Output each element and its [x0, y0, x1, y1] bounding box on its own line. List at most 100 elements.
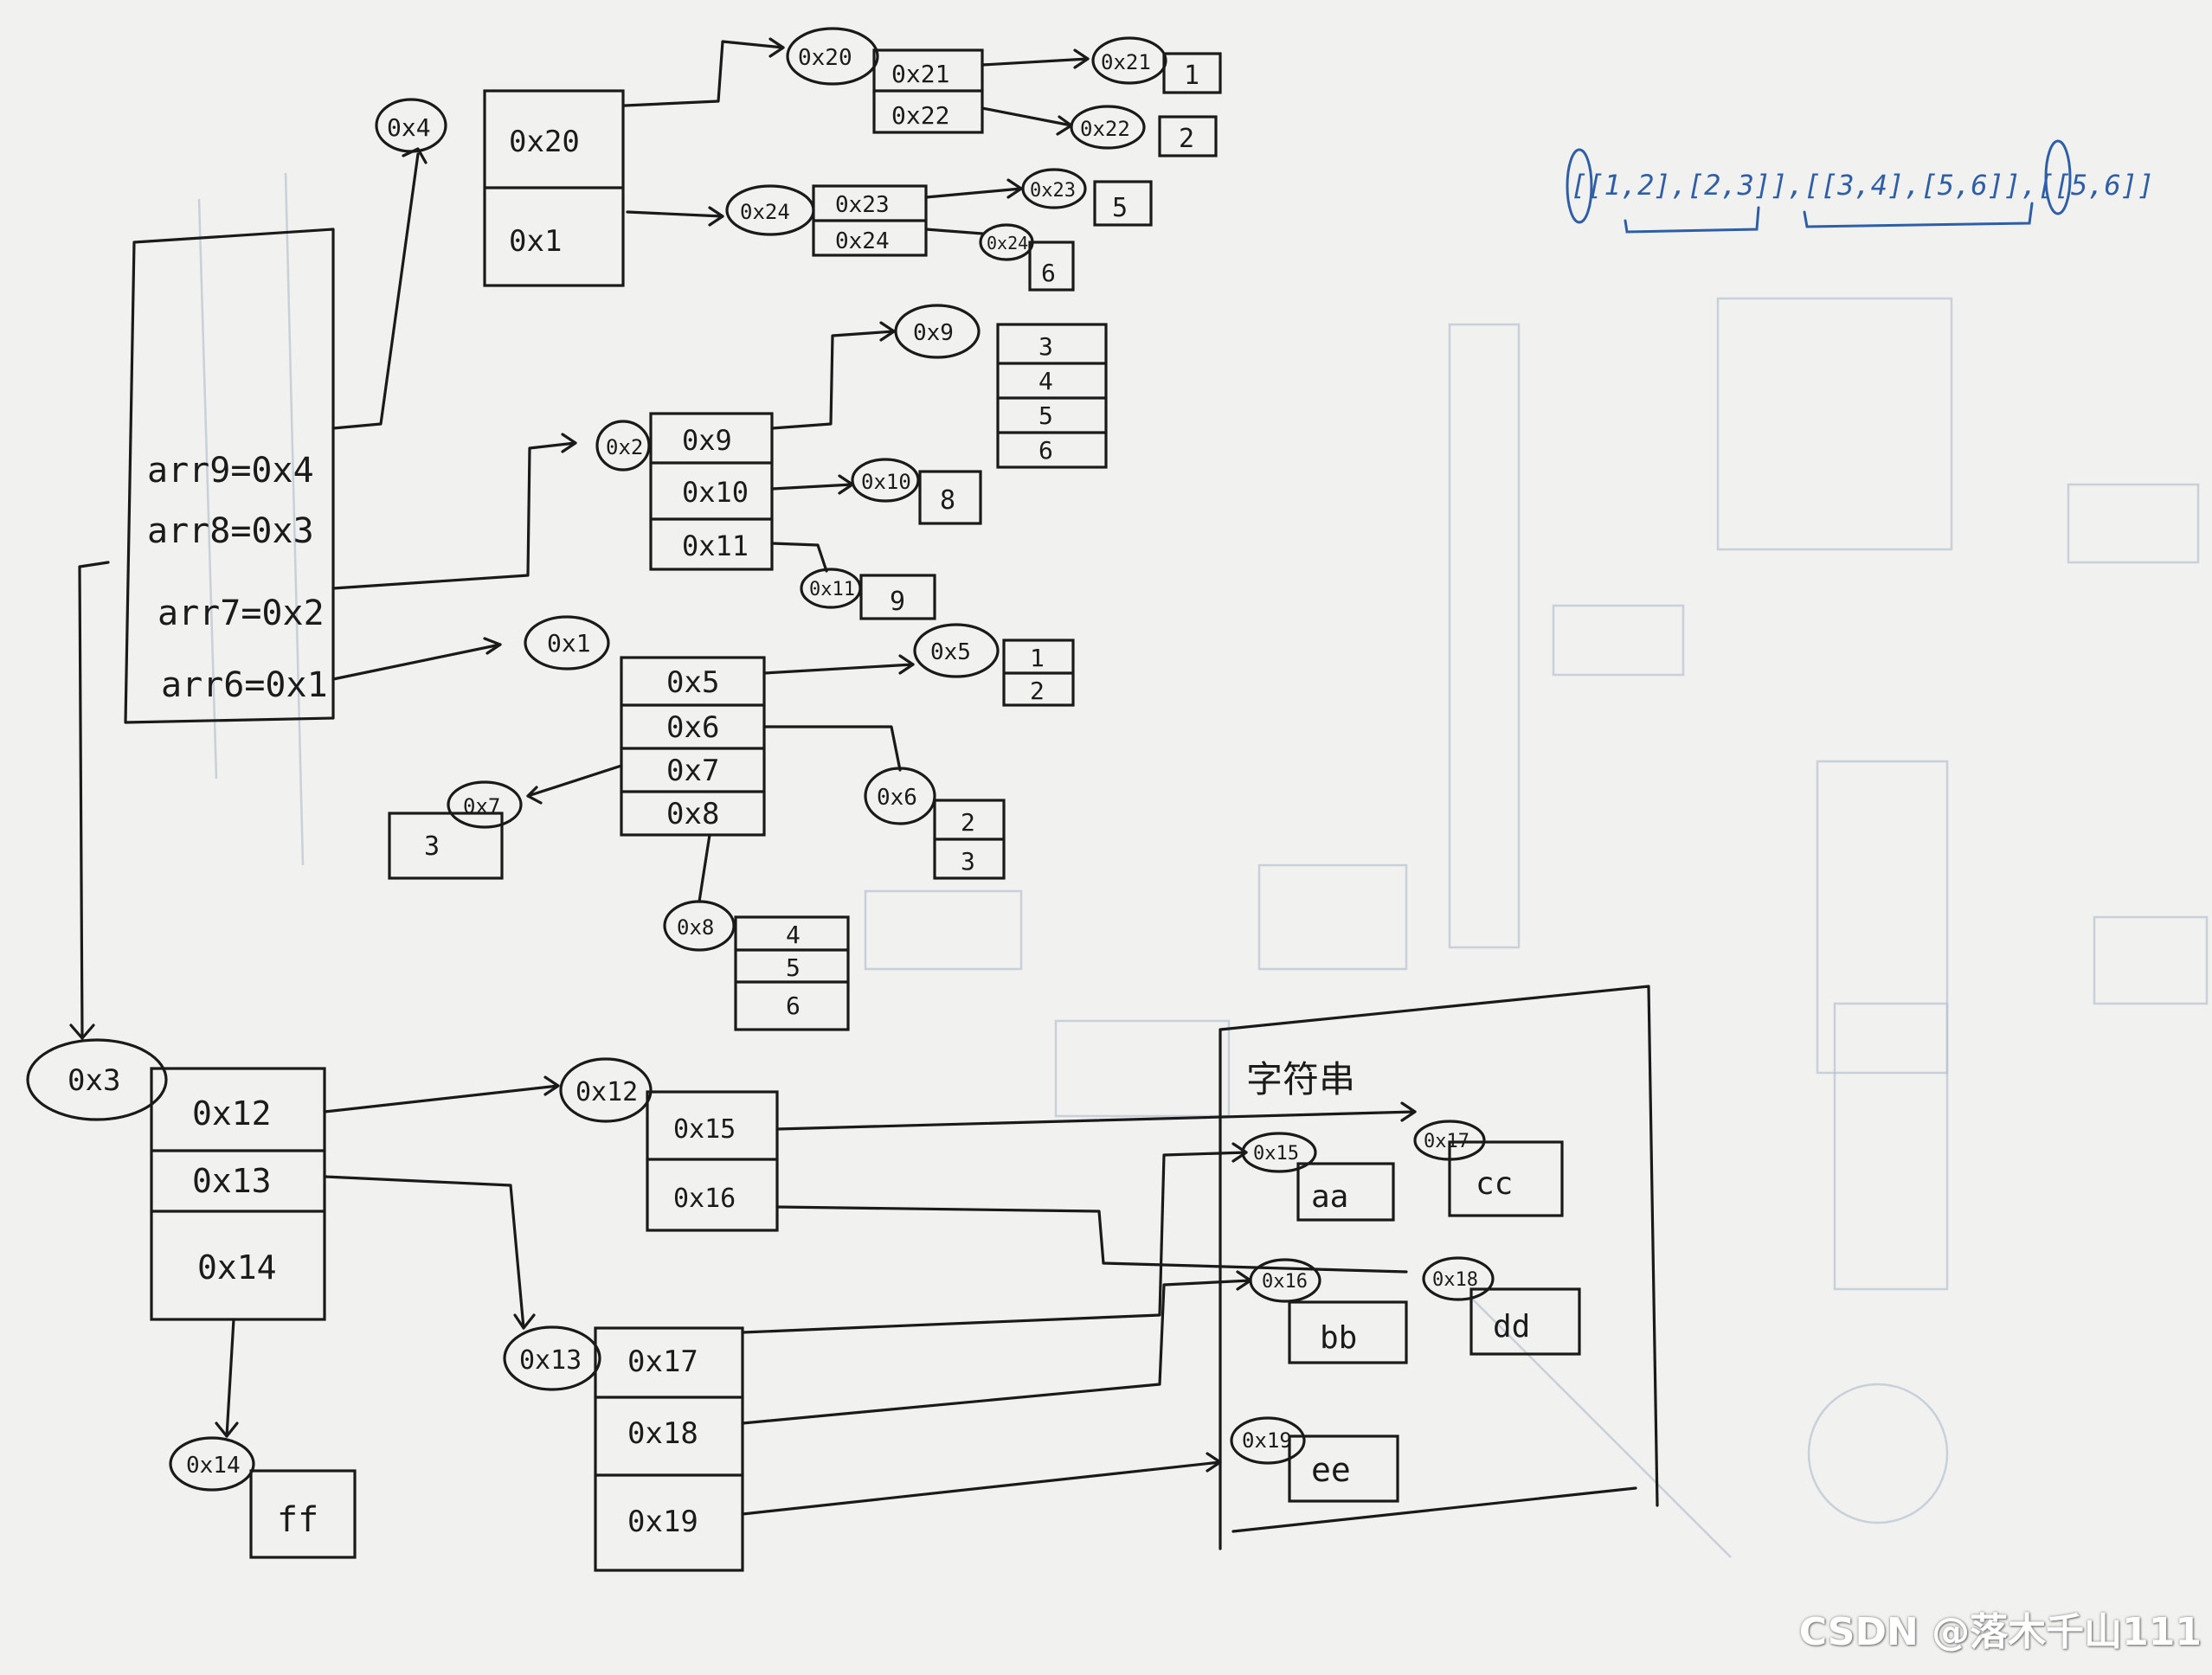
node-0x9-value-3: 6 — [1038, 436, 1053, 465]
node-0x1-item-2: 0x7 — [666, 754, 719, 788]
node-0x7 — [388, 780, 523, 880]
node-0x22-value: 2 — [1179, 124, 1194, 154]
node-0x7-label: 0x7 — [463, 794, 500, 818]
node-0x23 — [1021, 168, 1153, 227]
node-0x24-inner-label: 0x24 — [987, 233, 1028, 253]
node-0x4-label: 0x4 — [387, 113, 431, 142]
node-0x12-item-0: 0x15 — [673, 1114, 736, 1145]
node-0x2 — [595, 412, 774, 571]
node-0x12-label: 0x12 — [576, 1077, 638, 1107]
node-0x13-item-2: 0x19 — [627, 1505, 698, 1539]
node-0x10 — [851, 458, 982, 525]
result-note-text: [[1,2],[2,3]],[[3,4],[5,6]],[[5,6]] — [1571, 169, 2154, 202]
node-0x11-value: 9 — [890, 587, 905, 617]
string-cell-0x17-value: cc — [1476, 1166, 1513, 1202]
node-0x7-value: 3 — [424, 831, 440, 862]
node-0x3-item-0: 0x12 — [192, 1094, 272, 1133]
node-0x20 — [786, 27, 984, 134]
node-0x3-item-2: 0x14 — [197, 1248, 277, 1287]
node-0x2-item-1: 0x10 — [682, 476, 749, 509]
string-cell-0x16-addr: 0x16 — [1262, 1271, 1308, 1293]
result-note — [1566, 139, 2072, 234]
node-0x8-value-2: 6 — [786, 992, 801, 1020]
node-0x12-item-1: 0x16 — [673, 1184, 736, 1214]
node-0x13-label: 0x13 — [519, 1345, 582, 1376]
node-0x5-value-0: 1 — [1030, 644, 1045, 672]
string-cell-0x19 — [1230, 1416, 1399, 1503]
node-0x21-label: 0x21 — [1101, 50, 1151, 74]
node-0x6-value-1: 3 — [961, 847, 975, 876]
node-0x2-label: 0x2 — [606, 435, 643, 459]
node-0x21-value: 1 — [1184, 61, 1199, 91]
node-0x2-item-0: 0x9 — [682, 424, 732, 457]
arrow-heads — [69, 37, 1417, 1473]
stack-var-arr7: arr7=0x2 — [158, 594, 325, 633]
node-0x3 — [26, 1038, 326, 1321]
node-0x8-value-0: 4 — [786, 921, 801, 949]
stack-frame — [124, 228, 335, 724]
string-cell-0x15-addr: 0x15 — [1253, 1143, 1299, 1165]
node-0x13-item-1: 0x18 — [627, 1416, 698, 1451]
node-0x14-value: ff — [277, 1500, 318, 1540]
string-cell-0x19-value: ee — [1311, 1451, 1351, 1489]
csdn-watermark: CSDN @落木千山111 — [1798, 1610, 2202, 1654]
node-0x3-label: 0x3 — [68, 1063, 120, 1098]
node-0x12 — [559, 1057, 779, 1232]
node-0x21 — [1091, 36, 1222, 94]
string-pool-title: 字符串 — [1246, 1058, 1355, 1101]
string-cell-0x15-value: aa — [1311, 1179, 1348, 1215]
node-0x9-value-0: 3 — [1038, 332, 1053, 361]
node-0x20-label: 0x20 — [798, 45, 852, 71]
node-0x6-label: 0x6 — [877, 785, 917, 811]
string-cell-0x18 — [1422, 1256, 1581, 1356]
node-0x9-label: 0x9 — [913, 320, 954, 346]
node-0x1-item-0: 0x5 — [666, 665, 719, 700]
string-cell-0x17-addr: 0x17 — [1424, 1131, 1469, 1152]
node-0x23-value: 5 — [1112, 193, 1128, 223]
node-0x9 — [894, 304, 1108, 469]
bleed-through-sketch — [197, 172, 2209, 1558]
node-0x24-inner — [979, 223, 1075, 292]
node-0x1-label: 0x1 — [547, 629, 591, 658]
node-0x23-label: 0x23 — [1030, 180, 1076, 202]
node-0x1 — [524, 615, 766, 837]
string-cell-0x19-addr: 0x19 — [1242, 1428, 1292, 1453]
node-0x9-value-2: 5 — [1038, 401, 1053, 430]
node-0x11 — [800, 568, 936, 620]
stack-var-arr8: arr8=0x3 — [147, 511, 314, 551]
node-0x5-label: 0x5 — [930, 639, 971, 665]
node-0x20-item-0: 0x21 — [891, 60, 949, 88]
string-cell-0x18-addr: 0x18 — [1432, 1269, 1478, 1291]
node-0x6-value-0: 2 — [961, 808, 975, 837]
node-0x5-value-1: 2 — [1030, 677, 1045, 705]
node-0x13-item-0: 0x17 — [627, 1344, 698, 1379]
node-0x24-label: 0x24 — [740, 200, 790, 224]
node-0x14 — [169, 1436, 357, 1559]
node-0x24 — [725, 184, 928, 257]
pointer-arrows — [78, 40, 1417, 1516]
node-0x1-item-3: 0x8 — [666, 797, 719, 831]
node-0x24-item-0: 0x23 — [835, 192, 890, 218]
node-0x10-value: 8 — [940, 485, 955, 516]
string-cell-0x18-value: dd — [1493, 1309, 1530, 1344]
node-0x22-label: 0x22 — [1080, 117, 1130, 141]
node-0x3-item-1: 0x13 — [192, 1162, 272, 1200]
node-0x20-item-1: 0x22 — [891, 101, 949, 130]
node-0x24-inner-value: 6 — [1041, 259, 1056, 287]
node-0x8-value-1: 5 — [786, 953, 801, 982]
node-0x13 — [503, 1325, 744, 1572]
node-0x22 — [1070, 105, 1218, 157]
node-0x14-label: 0x14 — [186, 1453, 241, 1479]
stack-var-arr6: arr6=0x1 — [161, 665, 328, 705]
node-0x24-item-1: 0x24 — [835, 228, 890, 254]
node-0x5 — [913, 623, 1075, 707]
string-cell-0x16-value: bb — [1320, 1320, 1357, 1356]
node-0x11-label: 0x11 — [809, 579, 855, 600]
node-0x9-value-1: 4 — [1038, 367, 1053, 395]
string-cell-0x17 — [1413, 1120, 1564, 1217]
stack-var-arr9: arr9=0x4 — [147, 451, 314, 491]
node-0x8-label: 0x8 — [677, 915, 714, 940]
node-0x1-item-1: 0x6 — [666, 710, 719, 745]
